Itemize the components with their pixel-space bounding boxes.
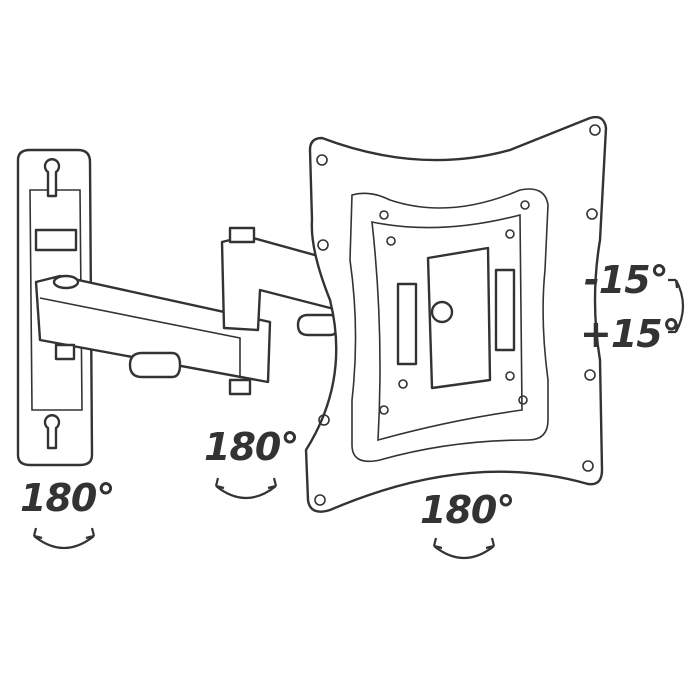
- inner-arm: [34, 274, 272, 396]
- vesa-plate: [304, 115, 608, 513]
- wall-rotation-label: 180°: [20, 476, 115, 520]
- arm-rotation-label: 180°: [204, 425, 299, 469]
- plate-rotation-arrow-icon: [432, 537, 496, 559]
- outer-arm: [220, 226, 342, 337]
- tilt-down-label: +15°: [580, 312, 681, 356]
- arm-rotation-arrow-icon: [214, 477, 278, 499]
- wall-rotation-arrow-icon: [32, 527, 96, 549]
- plate-rotation-label: 180°: [420, 488, 515, 532]
- keyhole-bottom-icon: [43, 414, 61, 450]
- tilt-arrow-icon: [668, 278, 685, 334]
- keyhole-top-icon: [43, 158, 61, 198]
- tilt-up-label: -15°: [584, 258, 669, 302]
